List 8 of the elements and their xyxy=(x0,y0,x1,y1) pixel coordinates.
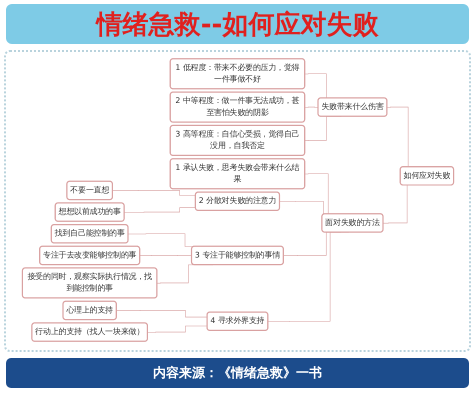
caption: 内容来源：《情绪急救》一书 xyxy=(153,364,322,382)
connector xyxy=(146,326,208,333)
title: 情绪急救--如何应对失败 xyxy=(96,8,378,42)
connector xyxy=(116,310,208,318)
connector xyxy=(124,207,196,213)
connector xyxy=(304,106,318,108)
connector xyxy=(139,255,192,256)
connector xyxy=(112,190,196,196)
